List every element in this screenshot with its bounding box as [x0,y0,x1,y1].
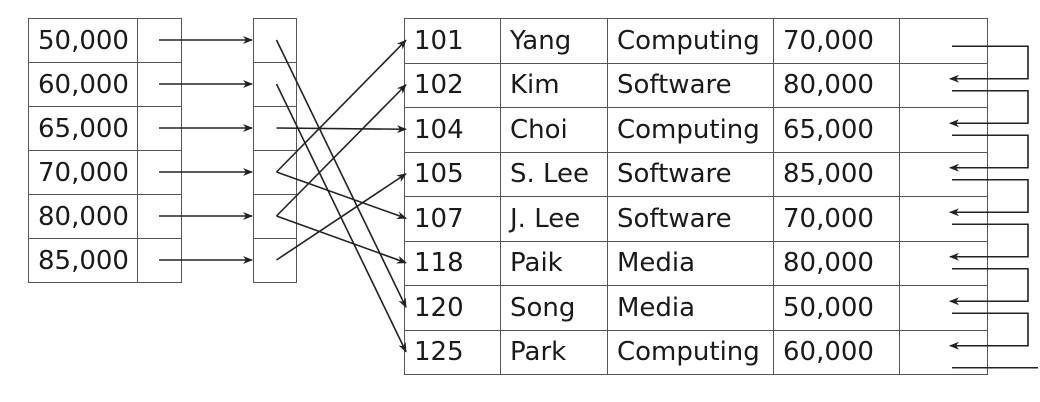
bucket-to-record-arrow [276,125,407,134]
record-name-cell: J. Lee [500,196,608,242]
bucket-to-record-arrow [276,215,407,264]
record-chain-arrow [949,134,1029,172]
record-chain-arrow [949,178,1029,217]
record-chain-arrow [949,89,1029,128]
record-salary-cell: 60,000 [773,329,900,375]
record-chain-arrow [949,223,1029,261]
record-salary-cell: 80,000 [773,240,900,286]
record-chain-arrow [949,312,1029,350]
record-next-pointer-cell [899,329,988,375]
bucket-to-record-arrow [275,39,407,309]
record-salary-cell: 50,000 [773,285,900,331]
record-salary-cell: 70,000 [773,18,900,64]
bucket-to-record-arrow [275,84,407,217]
bucket-to-record-arrow [276,171,407,220]
record-dept-cell: Software [607,196,774,242]
index-value-cell: 65,000 [28,106,138,151]
record-salary-cell: 65,000 [773,107,900,153]
record-dept-cell: Computing [607,329,774,375]
pointer-bucket [253,238,297,283]
bucket-to-record-arrow [275,83,407,353]
record-name-cell: Song [500,285,608,331]
record-chain-arrow [949,45,1029,83]
index-value-cell: 80,000 [28,194,138,239]
record-dept-cell: Computing [607,18,774,64]
record-chain-arrow [949,267,1029,306]
bucket-to-record-arrow [275,39,407,173]
record-id-cell: 104 [404,107,501,153]
bucket-to-record-arrow [276,173,407,261]
